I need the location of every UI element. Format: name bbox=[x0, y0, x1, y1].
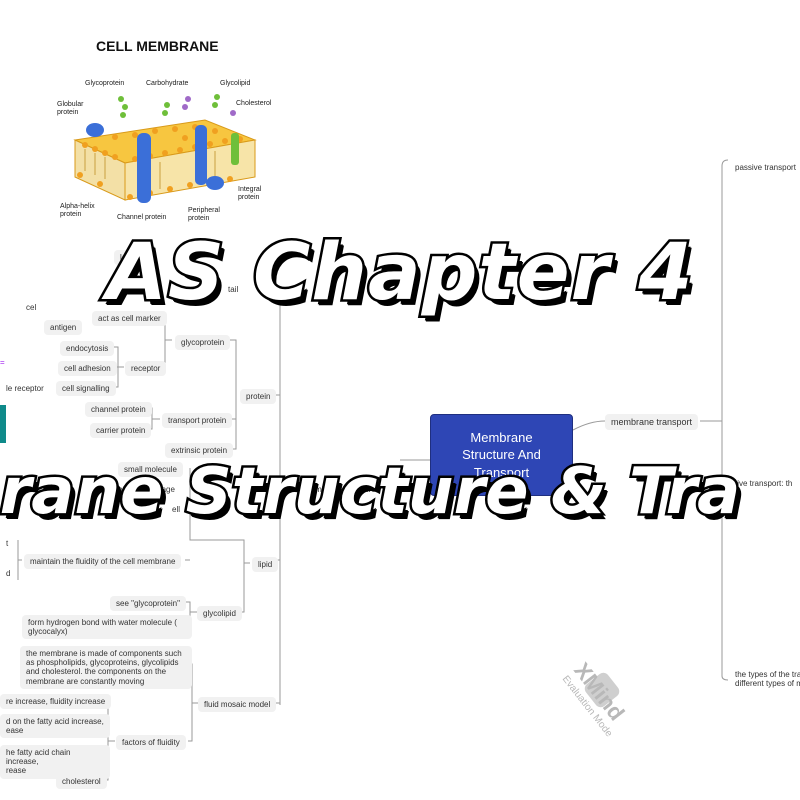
node-lipid[interactable]: lipid bbox=[252, 557, 279, 573]
node-fluid-mosaic-model[interactable]: fluid mosaic model bbox=[198, 697, 277, 713]
node-protein[interactable]: protein bbox=[240, 389, 277, 405]
node-transport-protein[interactable]: transport protein bbox=[162, 413, 233, 429]
node-active-transport[interactable]: tive transport: th bbox=[735, 479, 793, 488]
node-d[interactable]: d bbox=[6, 569, 11, 578]
node-receptor[interactable]: receptor bbox=[125, 361, 167, 377]
node-see-glycoprotein[interactable]: see "glycoprotein" bbox=[110, 596, 186, 612]
node-maintain-fluidity[interactable]: maintain the fluidity of the cell membra… bbox=[24, 554, 182, 570]
node-glycolipid[interactable]: glycolipid bbox=[197, 606, 242, 622]
node-prevent-leakage[interactable]: prevent leakage bbox=[118, 485, 175, 494]
node-extrinsic-protein[interactable]: extrinsic protein bbox=[165, 443, 234, 459]
cell-membrane-illustration bbox=[73, 94, 257, 203]
node-factors-of-fluidity[interactable]: factors of fluidity bbox=[116, 735, 186, 751]
node-cell-signalling[interactable]: cell signalling bbox=[56, 381, 116, 397]
node-form-hydrogen-bond[interactable]: form hydrogen bond with water molecule (… bbox=[22, 615, 192, 640]
label-channel-protein: Channel protein bbox=[117, 214, 167, 221]
node-membrane-structure[interactable]: membrane structure bbox=[304, 485, 376, 494]
label-alpha-helix-protein: Alpha-helix protein bbox=[60, 203, 95, 218]
node-endocytosis[interactable]: endocytosis bbox=[60, 341, 115, 357]
node-passive-transport[interactable]: passive transport bbox=[735, 163, 796, 172]
node-act-as-cell-marker[interactable]: act as cell marker bbox=[92, 311, 167, 327]
node-carrier-protein[interactable]: carrier protein bbox=[90, 423, 152, 439]
node-ell[interactable]: ell bbox=[172, 505, 181, 514]
node-fatty-acid-chain-increase[interactable]: he fatty acid chain increase, rease bbox=[0, 745, 110, 779]
node-temperature-increase[interactable]: re increase, fluidity increase bbox=[0, 694, 112, 710]
node-membrane-transport[interactable]: membrane transport bbox=[605, 414, 699, 431]
label-glycoprotein: Glycoprotein bbox=[85, 80, 125, 87]
node-membrane-made-of[interactable]: the membrane is made of components such … bbox=[20, 646, 192, 689]
teal-edge-block bbox=[0, 405, 6, 443]
node-transport-types[interactable]: the types of the tra different types of … bbox=[735, 670, 800, 689]
node-cholesterol[interactable]: cholesterol bbox=[56, 774, 107, 790]
label-cholesterol: Cholesterol bbox=[236, 100, 272, 107]
node-small-molecule[interactable]: small molecule bbox=[118, 462, 183, 478]
node-le-receptor[interactable]: le receptor bbox=[6, 384, 44, 393]
central-topic[interactable]: Membrane Structure And Transport bbox=[430, 414, 573, 496]
purple-marker: = bbox=[0, 358, 5, 367]
overlay-title-chapter: AS Chapter 4 bbox=[104, 226, 695, 321]
node-fatty-acid-increase[interactable]: d on the fatty acid increase, ease bbox=[0, 714, 110, 739]
node-t[interactable]: t bbox=[6, 539, 9, 548]
node-cell-adhesion[interactable]: cell adhesion bbox=[58, 361, 117, 377]
node-layer[interactable]: layer bbox=[114, 250, 144, 266]
label-carbohydrate: Carbohydrate bbox=[146, 80, 189, 87]
node-cel[interactable]: cel bbox=[26, 303, 37, 312]
node-antigen[interactable]: antigen bbox=[44, 320, 83, 336]
label-globular-protein: Globular protein bbox=[57, 101, 84, 116]
node-glycoprotein[interactable]: glycoprotein bbox=[175, 335, 231, 351]
label-integral-protein: Integral protein bbox=[238, 186, 262, 201]
overlay-title-subject: rane Structure & Tra bbox=[0, 453, 743, 532]
node-tail[interactable]: tail bbox=[228, 285, 239, 294]
figure-title: CELL MEMBRANE bbox=[96, 38, 219, 54]
label-peripheral-protein: Peripheral protein bbox=[188, 207, 220, 222]
node-channel-protein[interactable]: channel protein bbox=[85, 402, 152, 418]
label-glycolipid: Glycolipid bbox=[220, 80, 251, 87]
